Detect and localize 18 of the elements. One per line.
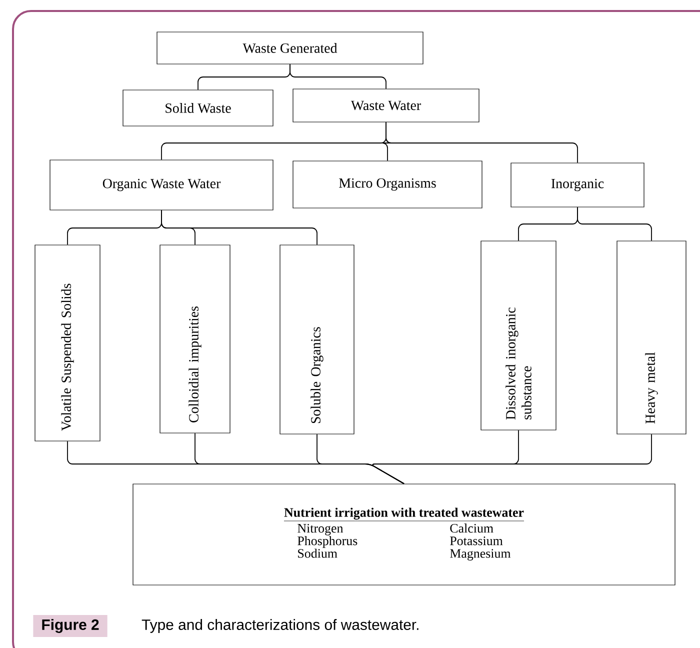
- category-box: Waste Generated: [156, 32, 424, 64]
- nutrient-box: Nutrient irrigation with treated wastewater Nitrogen Calcium Phosphorus Potassium Sodium Magnesium: [132, 484, 676, 586]
- connector-line: [386, 122, 578, 164]
- category-box: Micro Organisms: [292, 160, 482, 208]
- category-box: Dissolved inorganic substance: [480, 240, 556, 430]
- category-box: Solid Waste: [122, 90, 274, 126]
- connector-line: [577, 206, 652, 242]
- connector-line: [372, 434, 652, 484]
- category-box: Soluble Organics: [280, 244, 354, 434]
- category-box: Waste Water: [292, 88, 480, 122]
- category-box: Heavy metal: [616, 240, 686, 434]
- connector-line: [161, 210, 318, 246]
- caption: Type and characterizations of wastewater.: [142, 619, 418, 633]
- category-box: Inorganic: [510, 162, 644, 208]
- figure-label: Figure 2: [33, 615, 108, 637]
- category-box: Organic Waste Water: [50, 160, 274, 210]
- category-box: Colloidial impurities: [160, 244, 230, 434]
- category-box: Volatile Suspended Solids: [34, 244, 100, 442]
